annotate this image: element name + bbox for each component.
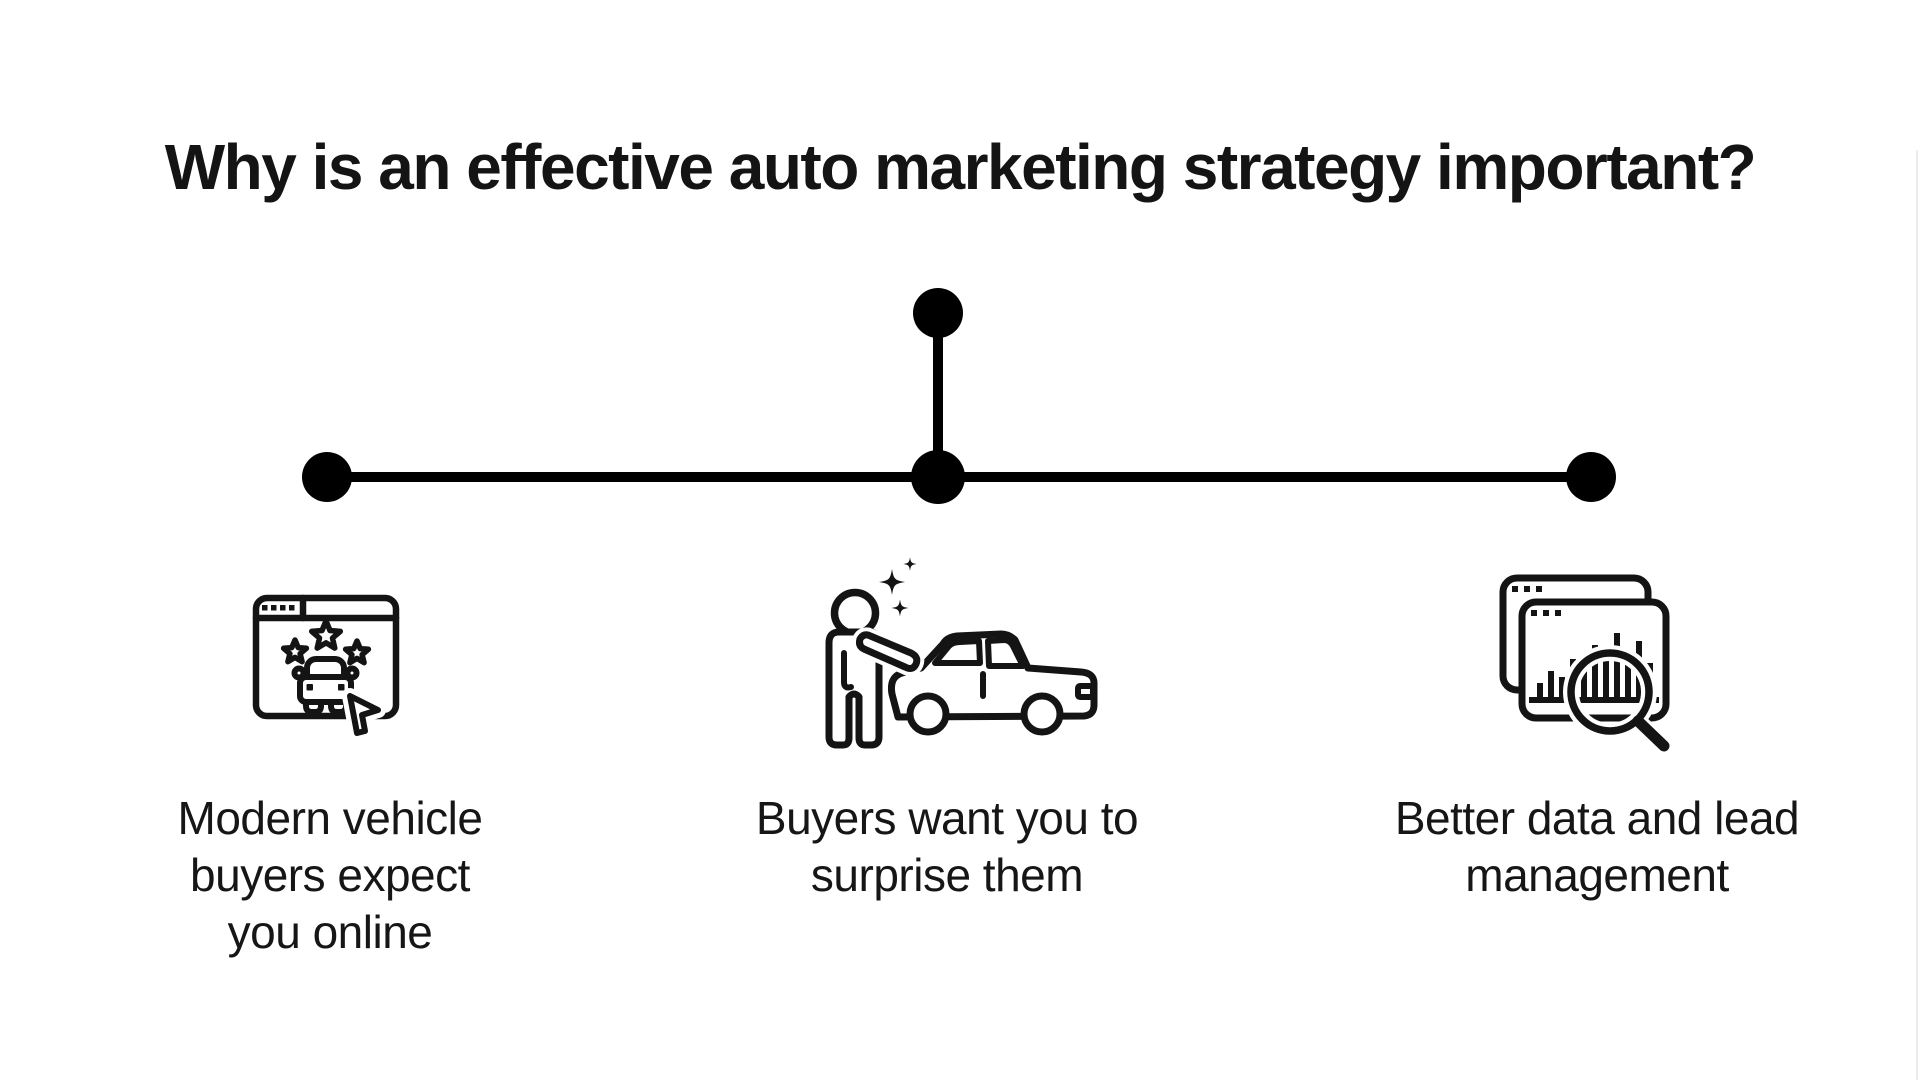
item-label-data-management: Better data and lead management	[1394, 792, 1800, 901]
item-label-modern-buyers: Modern vehicle buyers expect you online	[177, 792, 483, 958]
person-car-sparkles-icon	[825, 557, 1098, 749]
timeline-top-node	[913, 288, 963, 338]
timeline-center-node	[911, 450, 965, 504]
item-label-surprise-buyers: Buyers want you to surprise them	[755, 792, 1139, 901]
browser-car-rating-icon	[252, 594, 400, 741]
timeline-left-node	[302, 452, 352, 502]
timeline-right-node	[1566, 452, 1616, 502]
timeline-vertical-line	[933, 310, 943, 476]
page-edge-line	[1916, 150, 1918, 1080]
data-windows-magnifier-icon	[1499, 574, 1673, 755]
page-title: Why is an effective auto marketing strat…	[164, 131, 1757, 203]
